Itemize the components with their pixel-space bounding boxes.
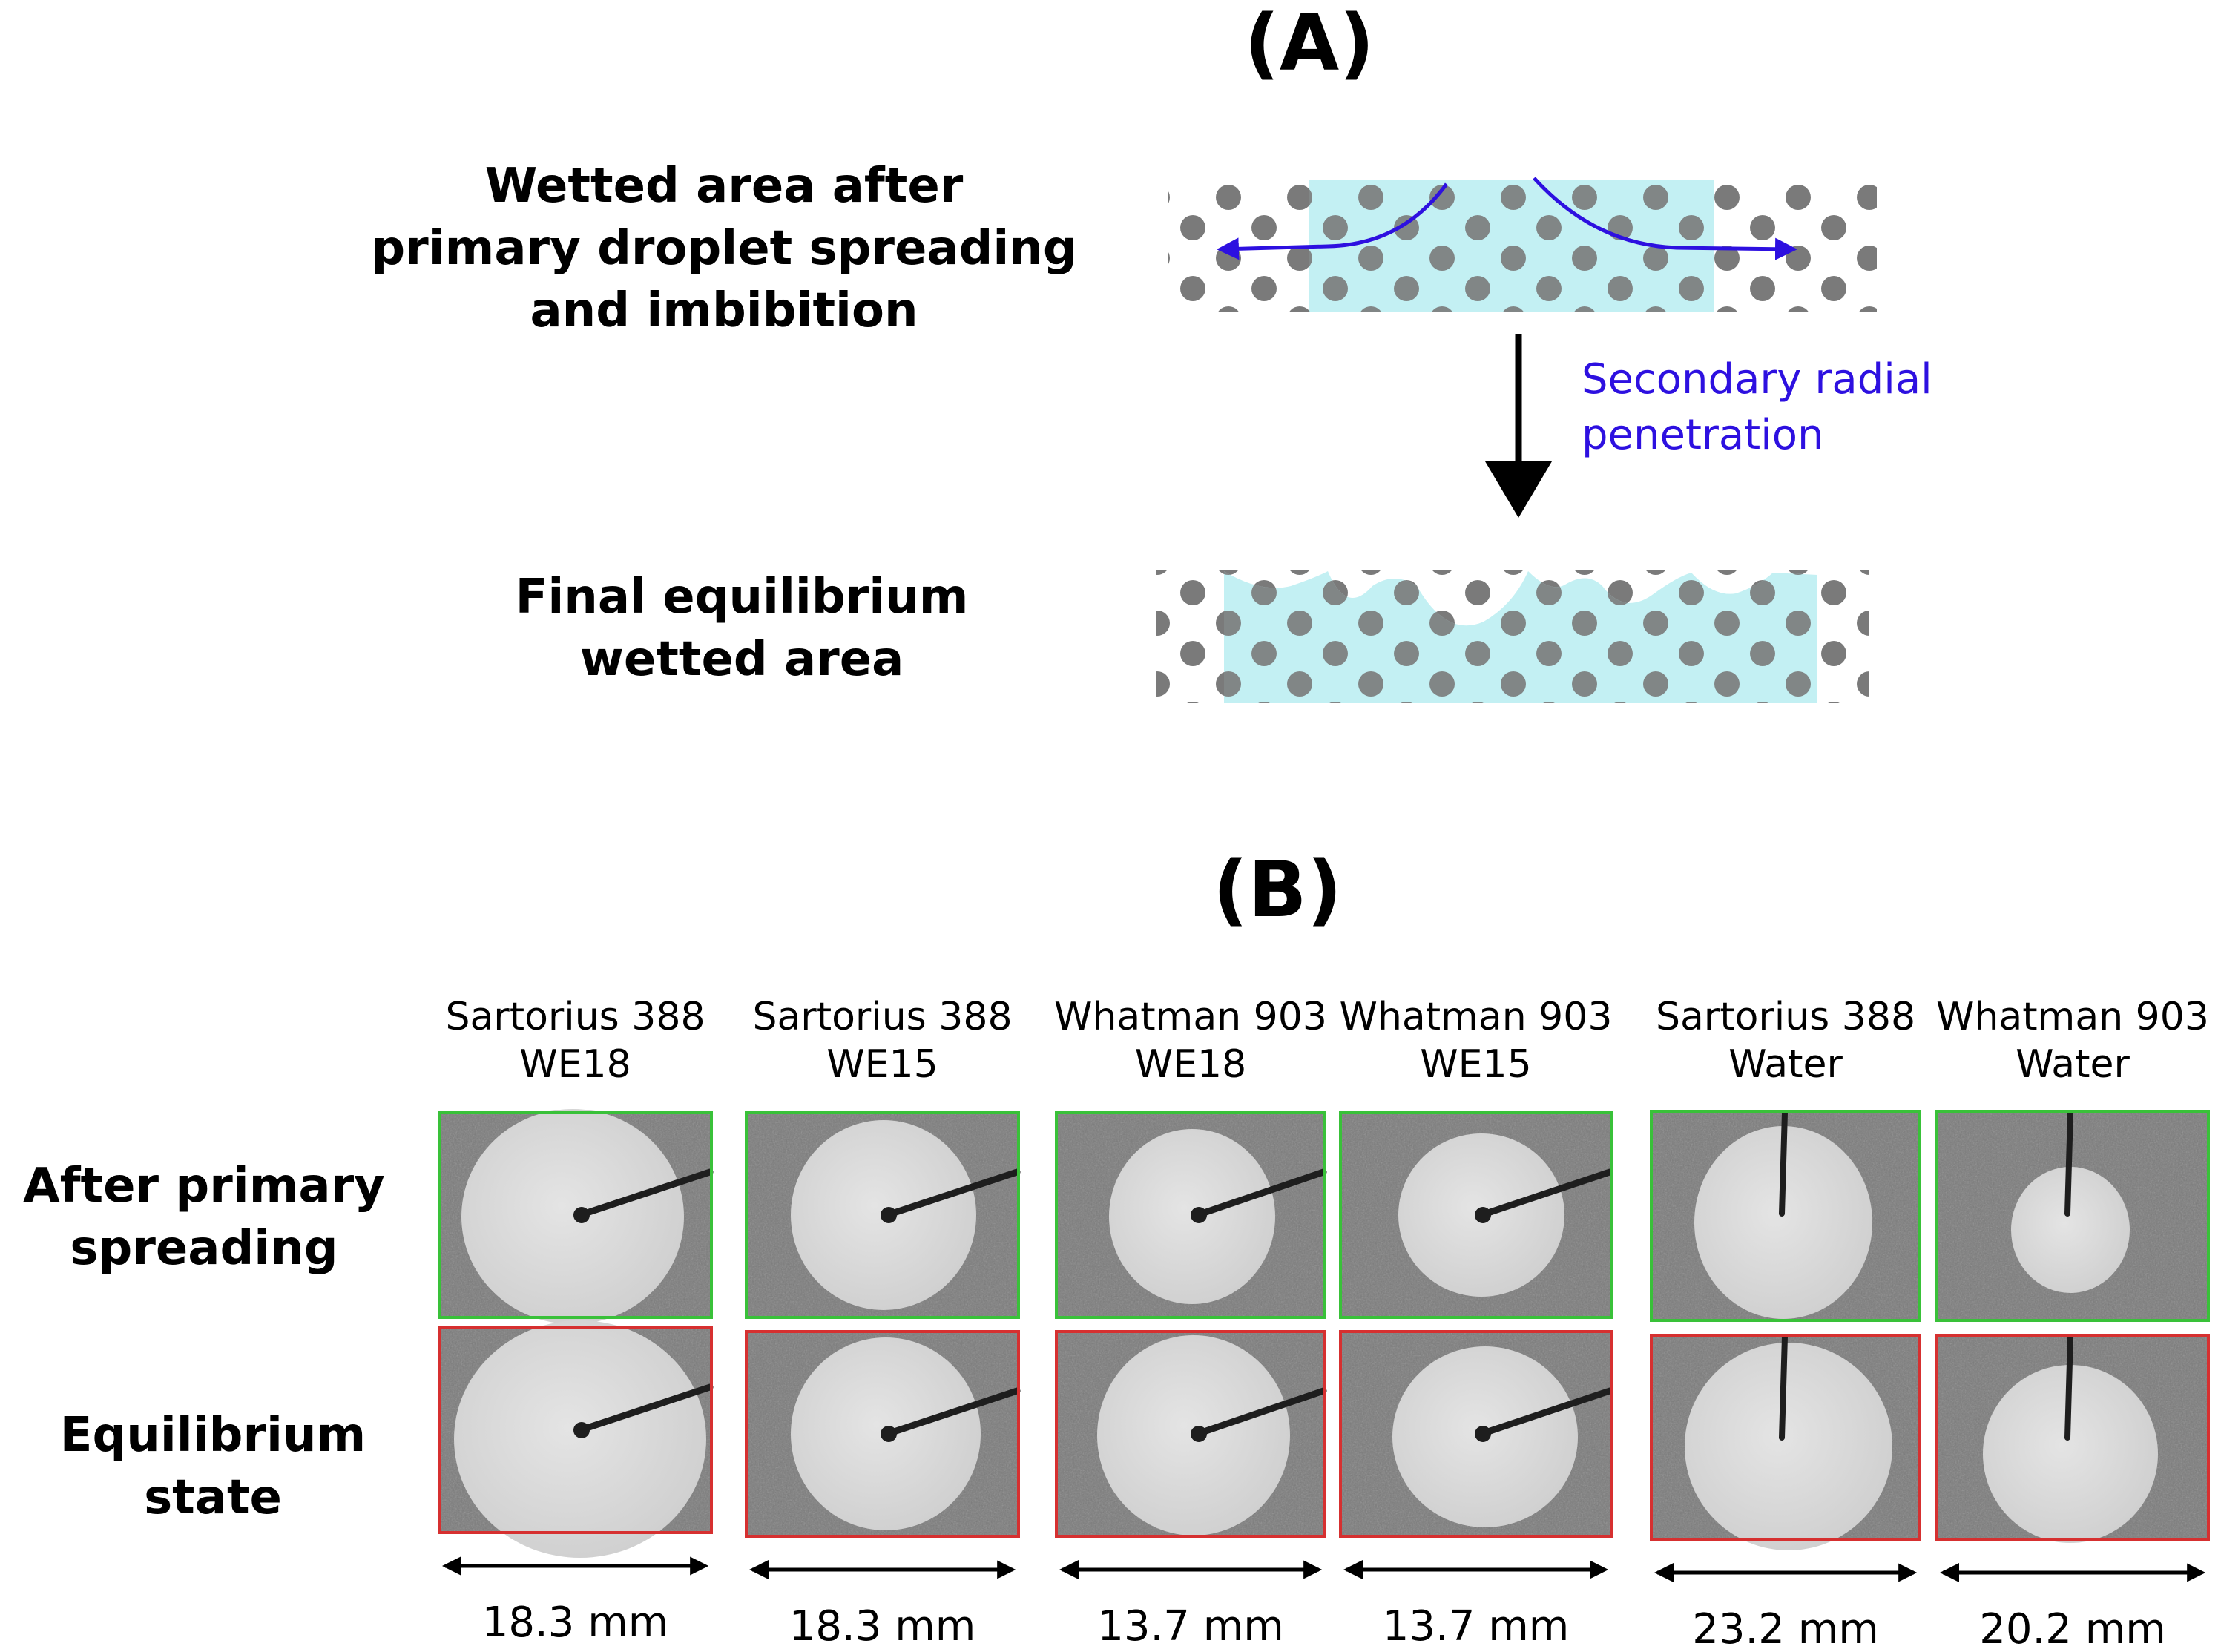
- photo-frame-equilibrium: [1935, 1334, 2210, 1541]
- sample-liquid-label: WE15: [1420, 1042, 1531, 1087]
- droplet-photo-primary: [1935, 1110, 2210, 1322]
- droplet-photo-equilibrium: [745, 1330, 1021, 1538]
- dispensing-needle: [1478, 1387, 1613, 1438]
- droplet-photo-equilibrium: [1935, 1334, 2210, 1543]
- diameter-arrow-head: [442, 1556, 461, 1576]
- sample-liquid-label: WE18: [519, 1042, 631, 1087]
- photo-frame-primary: [1935, 1110, 2210, 1322]
- dispensing-needle: [1194, 1387, 1327, 1438]
- panel-a-label: (A): [1244, 0, 1375, 88]
- stage1-label-line: Wetted area after: [485, 159, 964, 214]
- diameter-arrow-head: [1059, 1560, 1079, 1579]
- photo-frame-primary: [745, 1111, 1020, 1319]
- diameter-label: 23.2 mm: [1692, 1605, 1879, 1652]
- droplet-photo-equilibrium: [1650, 1334, 1921, 1550]
- sample-paper-label: Whatman 903: [1054, 995, 1327, 1039]
- stage1-label: Wetted area after primary droplet spread…: [371, 159, 1076, 338]
- transition-label-line: penetration: [1582, 411, 1824, 459]
- sample-paper-label: Whatman 903: [1936, 995, 2209, 1039]
- droplet-photo-primary: [1650, 1110, 1921, 1322]
- row-label-primary: After primary spreading: [23, 1159, 385, 1276]
- sample-paper-label: Sartorius 388: [445, 995, 705, 1039]
- droplet-photo-equilibrium: [1339, 1330, 1613, 1538]
- dispensing-needle: [1478, 1168, 1613, 1219]
- diameter-arrow-head: [1940, 1563, 1959, 1582]
- dispensing-needle: [2064, 1334, 2073, 1441]
- sample-liquid-label: WE18: [1135, 1042, 1246, 1087]
- sample-liquid-label: Water: [1728, 1042, 1843, 1087]
- sample-paper-label: Sartorius 388: [752, 995, 1012, 1039]
- diameter-arrow-head: [1654, 1563, 1674, 1582]
- wetted-spot: [2011, 1167, 2130, 1293]
- droplet-photo-primary: [438, 1109, 714, 1324]
- dispensing-needle: [1779, 1110, 1788, 1217]
- dispensing-needle: [1194, 1168, 1327, 1219]
- paper-strip-primary: [1168, 180, 1877, 312]
- sample-liquid-label: Water: [2016, 1042, 2130, 1087]
- photo-frame-primary: [438, 1111, 713, 1319]
- row-label-equilibrium: Equilibrium state: [60, 1408, 366, 1525]
- radial-flow-arrows: [1217, 177, 1797, 260]
- stage2-label: Final equilibrium wetted area: [516, 570, 969, 687]
- panel-b-label: (B): [1213, 844, 1342, 935]
- wetted-spot: [1983, 1365, 2158, 1543]
- transition-label-line: Secondary radial: [1582, 355, 1932, 404]
- diameter-label: 13.7 mm: [1383, 1602, 1570, 1651]
- diameter-label: 13.7 mm: [1097, 1602, 1284, 1651]
- diameter-arrow-head: [1343, 1560, 1363, 1579]
- dispensing-needle: [884, 1168, 1021, 1219]
- photo-frame-equilibrium: [438, 1326, 713, 1534]
- dispensing-needle: [1779, 1334, 1788, 1441]
- photo-frame-primary: [1650, 1110, 1921, 1322]
- photo-frame-primary: [1339, 1111, 1613, 1319]
- row-label-line: Equilibrium: [60, 1408, 366, 1463]
- photo-frame-primary: [1055, 1111, 1326, 1319]
- sample-paper-label: Whatman 903: [1340, 995, 1613, 1039]
- stage2-label-line: wetted area: [580, 632, 904, 687]
- droplet-photo-primary: [745, 1111, 1021, 1319]
- wetted-spot: [454, 1320, 706, 1558]
- wet-area-equilibrium: [1224, 571, 1817, 703]
- diameter-arrow-head: [749, 1560, 769, 1579]
- wetted-spot: [1685, 1343, 1892, 1550]
- sample-liquid-label: WE15: [826, 1042, 938, 1087]
- stage2-label-line: Final equilibrium: [516, 570, 969, 625]
- paper-strip-equilibrium: [1156, 570, 1869, 703]
- dispensing-needle: [576, 1383, 714, 1434]
- row-label-line: spreading: [70, 1221, 338, 1276]
- dispensing-needle: [576, 1168, 714, 1219]
- photo-frame-equilibrium: [745, 1330, 1020, 1538]
- wetted-spot: [1694, 1126, 1872, 1319]
- sample-paper-label: Sartorius 388: [1656, 995, 1915, 1039]
- diameter-label: 20.2 mm: [1979, 1605, 2166, 1652]
- stage1-label-line: primary droplet spreading: [371, 221, 1076, 276]
- photo-frame-equilibrium: [1339, 1330, 1613, 1538]
- droplet-photo-primary: [1339, 1111, 1613, 1319]
- droplet-photo-equilibrium: [1055, 1330, 1327, 1538]
- row-label-line: After primary: [23, 1159, 385, 1214]
- transition-arrow: [1485, 334, 1552, 518]
- diameter-label: 18.3 mm: [789, 1602, 976, 1651]
- photo-frame-equilibrium: [1055, 1330, 1326, 1538]
- photo-frame-equilibrium: [1650, 1334, 1921, 1541]
- wetted-spot: [461, 1109, 684, 1324]
- row-label-line: state: [144, 1470, 282, 1525]
- stage1-label-line: and imbibition: [530, 283, 918, 338]
- droplet-photo-equilibrium: [438, 1320, 714, 1558]
- dispensing-needle: [884, 1387, 1021, 1438]
- diameter-label: 18.3 mm: [482, 1599, 669, 1647]
- dispensing-needle: [2064, 1110, 2073, 1217]
- droplet-photo-primary: [1055, 1111, 1327, 1319]
